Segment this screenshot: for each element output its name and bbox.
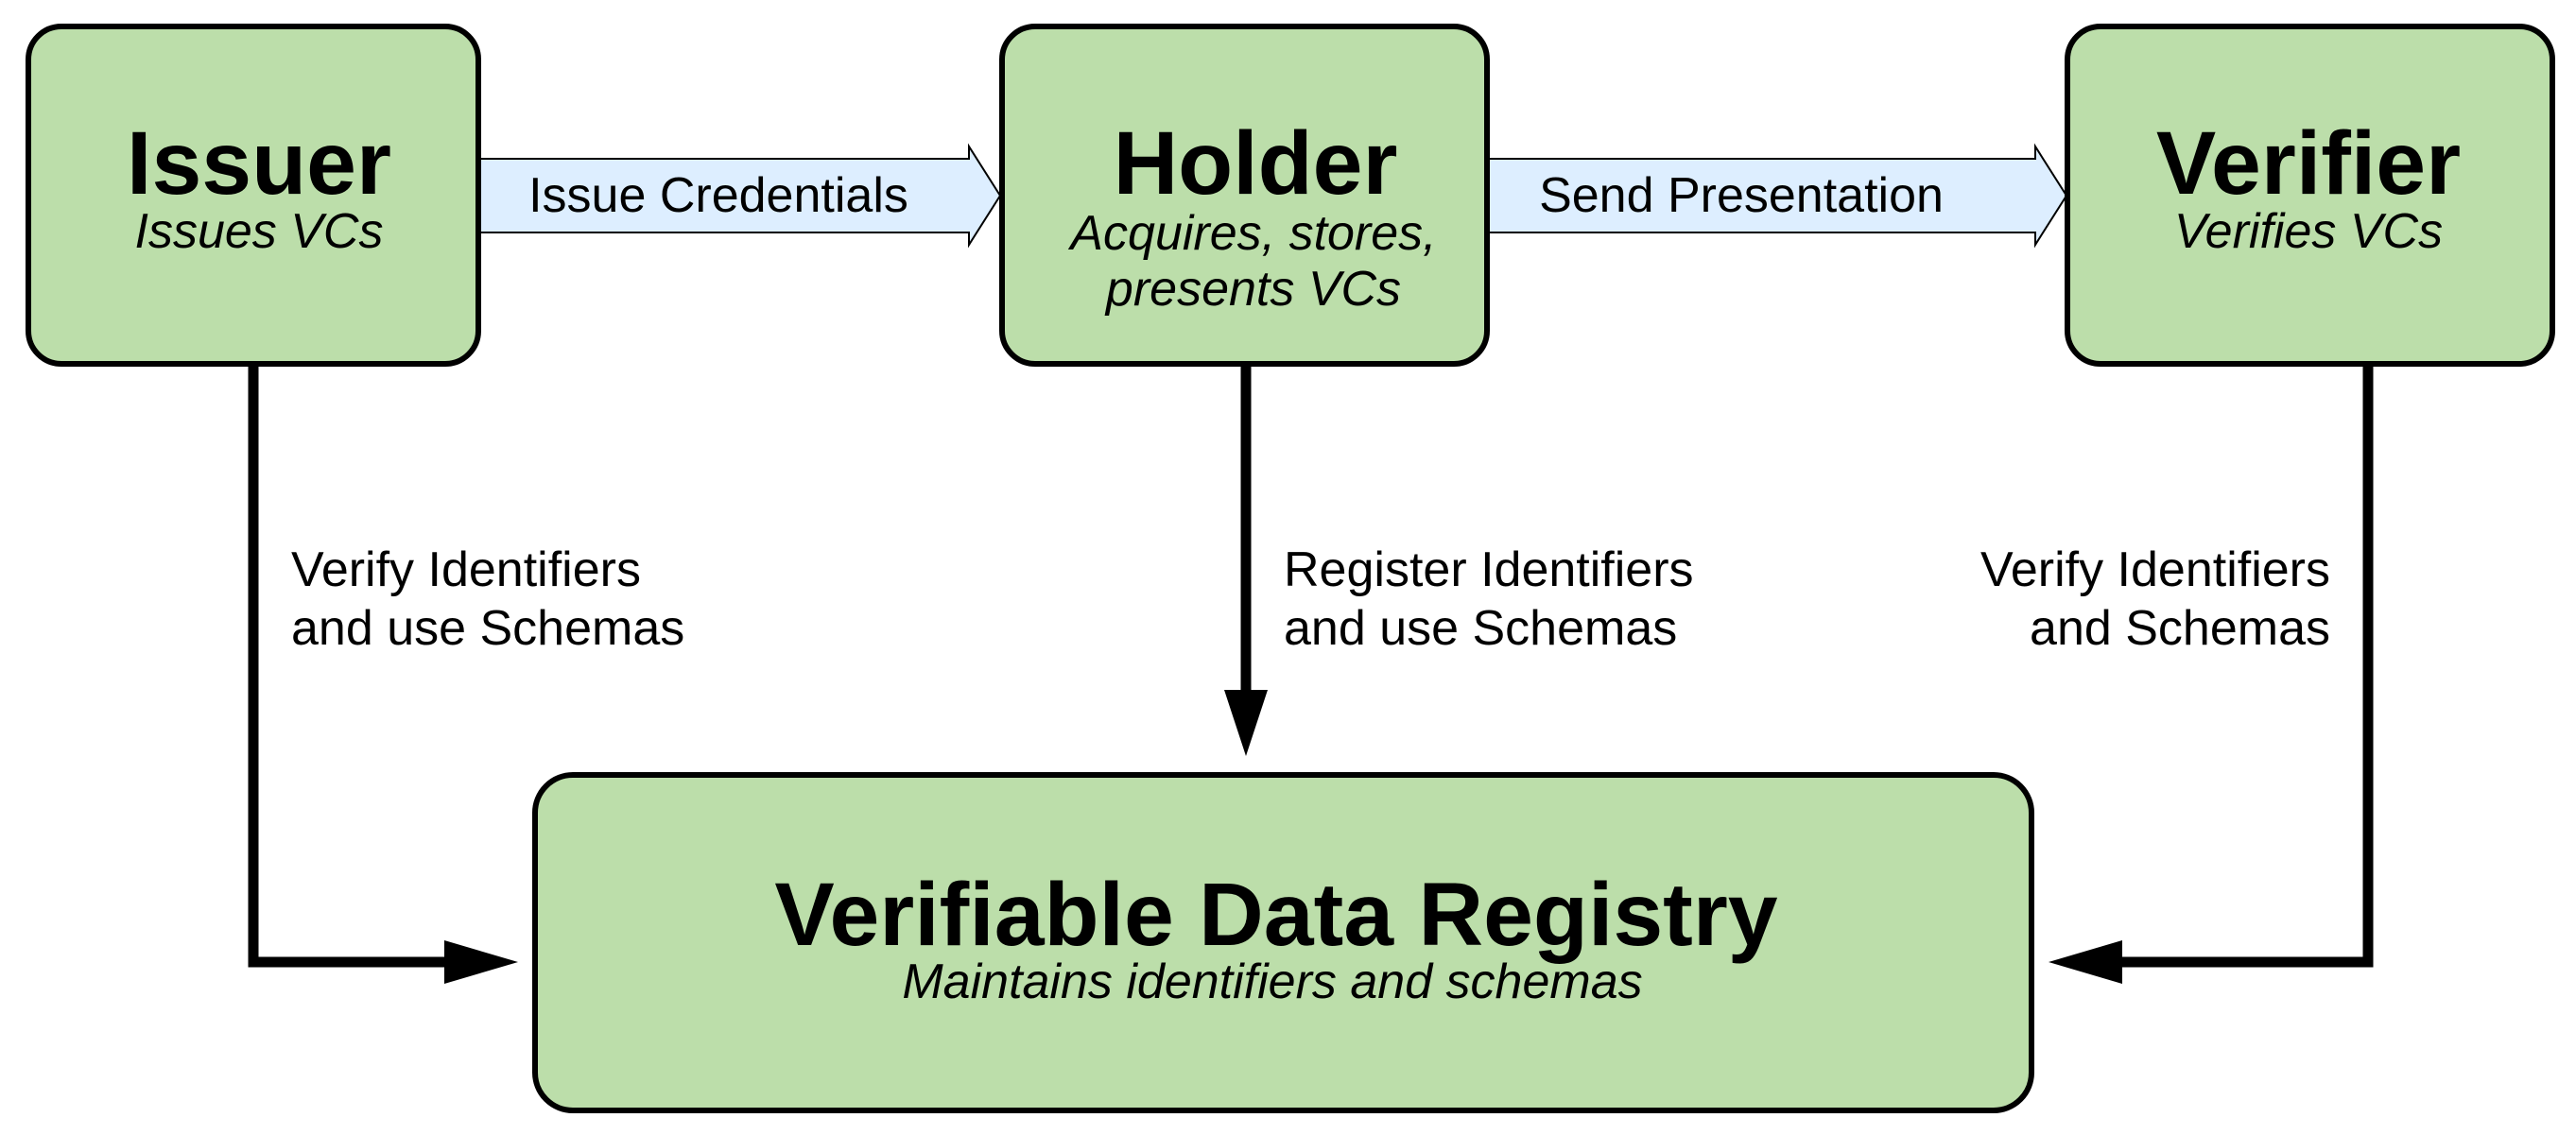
registry-role: Maintains identifiers and schemas bbox=[902, 954, 1642, 1009]
holder-node: Holder Acquires, stores, presents VCs bbox=[999, 24, 1490, 367]
issue-credentials-arrow: Issue Credentials bbox=[479, 143, 1002, 249]
verifier-node: Verifier Verifies VCs bbox=[2065, 24, 2555, 367]
send-presentation-label: Send Presentation bbox=[1539, 168, 1944, 223]
issuer-title: Issuer bbox=[127, 113, 391, 214]
registry-title: Verifiable Data Registry bbox=[774, 865, 1777, 965]
holder-to-registry-label-line-2: and use Schemas bbox=[1284, 601, 1677, 656]
send-presentation-arrow: Send Presentation bbox=[1486, 143, 2068, 249]
issuer-to-registry-connector bbox=[248, 364, 518, 984]
issue-credentials-label: Issue Credentials bbox=[528, 168, 908, 223]
holder-to-registry-label-line-1: Register Identifiers bbox=[1284, 542, 1694, 597]
registry-node: Verifiable Data Registry Maintains ident… bbox=[532, 772, 2034, 1113]
issuer-node: Issuer Issues VCs bbox=[26, 24, 481, 367]
verifier-to-registry-label: Verify Identifiers and Schemas bbox=[1980, 542, 2330, 656]
issuer-to-registry-label-line-1: Verify Identifiers bbox=[291, 542, 641, 597]
holder-title: Holder bbox=[1114, 113, 1398, 214]
issuer-to-registry-label-line-2: and use Schemas bbox=[291, 601, 684, 656]
holder-to-registry-connector bbox=[1224, 364, 1268, 756]
issuer-to-registry-label: Verify Identifiers and use Schemas bbox=[291, 542, 684, 656]
verifier-to-registry-label-line-1: Verify Identifiers bbox=[1980, 542, 2330, 597]
holder-role-line-1: Acquires, stores, bbox=[1067, 206, 1436, 261]
verifier-title: Verifier bbox=[2156, 113, 2461, 214]
issuer-role: Issues VCs bbox=[135, 204, 384, 259]
holder-role-line-2: presents VCs bbox=[1104, 262, 1401, 317]
verifier-to-registry-connector bbox=[2049, 364, 2374, 984]
verifier-role: Verifies VCs bbox=[2174, 204, 2443, 259]
holder-to-registry-label: Register Identifiers and use Schemas bbox=[1284, 542, 1694, 656]
verifier-to-registry-label-line-2: and Schemas bbox=[2030, 601, 2330, 656]
